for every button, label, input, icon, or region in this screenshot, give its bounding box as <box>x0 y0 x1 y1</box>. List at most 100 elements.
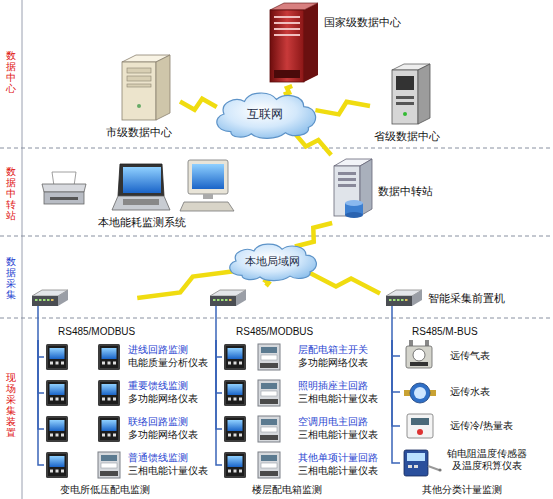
meter-icon <box>98 452 120 478</box>
meter-icon <box>258 452 280 478</box>
bus-stub <box>391 306 393 340</box>
meter-node: 进线回路监测电能质量分析仪表 <box>44 342 212 372</box>
meter-node: 重要馈线监测多功能网络仪表 <box>44 378 212 408</box>
printer-icon <box>42 184 86 192</box>
server-node: 数据中转站 <box>326 155 446 223</box>
meter-icon <box>224 452 246 478</box>
cloud-node: 本地局域网 <box>222 240 322 282</box>
national-server-icon <box>270 10 304 82</box>
band-separator <box>0 318 553 319</box>
lightning-link <box>180 99 217 110</box>
laptop-icon <box>123 167 161 193</box>
temperature-sensor-icon <box>404 450 442 476</box>
switch-icon <box>386 290 422 306</box>
node-sublabel: 多功能网络仪表 <box>128 393 198 405</box>
cloud-outline <box>217 93 316 138</box>
band-separator <box>0 236 553 237</box>
cloud-node: 互联网 <box>208 88 322 140</box>
meter-node: 层配电箱主开关多功能网络仪表 <box>222 342 382 372</box>
water-meter-icon <box>404 390 410 396</box>
laptop-icon <box>118 164 164 196</box>
node-label: 层配电箱主开关 <box>298 344 368 356</box>
meter-icon <box>98 416 120 442</box>
meter-icon <box>224 380 246 406</box>
gateway-node: RS485/MODBUS <box>28 286 137 340</box>
meter-icon <box>46 416 68 442</box>
node-label: 远传冷/热量表 <box>450 420 513 432</box>
province-server-icon <box>392 70 418 124</box>
laptop-icon <box>112 196 170 210</box>
bus-wire <box>38 340 44 429</box>
server-node: 省级数据中心 <box>370 60 446 146</box>
meter-icon <box>258 344 280 370</box>
national-server-icon <box>274 70 300 78</box>
meter-node: 远传气表 <box>400 343 520 369</box>
group-caption: 楼层配电箱监测 <box>252 484 322 496</box>
national-server-icon <box>274 16 300 18</box>
meter-icon <box>224 416 246 442</box>
city-server-icon <box>127 68 151 73</box>
heat-meter-icon <box>407 414 433 438</box>
printer-icon <box>42 172 86 204</box>
meter-icon <box>46 452 68 478</box>
node-label: RS485/MODBUS <box>236 326 313 338</box>
node-sublabel: 三相电能计量仪表 <box>298 393 378 405</box>
bus-wire <box>216 340 222 465</box>
switch-icon <box>32 290 68 306</box>
gas-meter-icon <box>425 340 429 346</box>
meter-node: 照明插座主回路三相电能计量仪表 <box>222 378 382 408</box>
node-label: 智能采集前置机 <box>428 292 505 305</box>
desktop-icon <box>203 194 213 199</box>
lightning-link <box>137 271 235 298</box>
temperature-sensor-icon <box>407 453 425 461</box>
node-label: 本地局域网 <box>245 255 300 268</box>
node-label: 空调用电主回路 <box>298 416 368 428</box>
switch-icon <box>210 290 246 306</box>
desktop-icon <box>180 202 234 211</box>
node-sublabel: 三相电能计量仪表 <box>298 465 378 477</box>
cloud-outline <box>230 244 317 281</box>
node-label: 联络回路监测 <box>128 416 188 428</box>
node-label: 省级数据中心 <box>374 130 440 143</box>
bus-wire <box>38 340 44 357</box>
temperature-sensor-icon <box>414 465 418 468</box>
national-server-icon <box>270 3 318 82</box>
meter-icon <box>46 344 68 370</box>
band-label: 数据中心 <box>6 50 16 94</box>
temperature-sensor-icon <box>408 465 412 468</box>
band-separator <box>22 0 23 499</box>
province-server-icon <box>396 96 414 99</box>
meter-icon <box>258 380 280 406</box>
bus-stub <box>215 306 217 340</box>
gas-meter-icon <box>406 340 432 368</box>
water-meter-icon <box>410 383 430 403</box>
temperature-sensor-icon <box>404 450 428 476</box>
city-server-icon <box>127 76 151 81</box>
temperature-sensor-icon <box>428 466 439 470</box>
band-separator <box>0 148 553 149</box>
bus-wire <box>38 340 44 465</box>
node-label: RS485/MODBUS <box>58 326 135 338</box>
node-label: 本地能耗监测系统 <box>98 216 186 229</box>
server-node: 市级数据中心 <box>104 50 180 142</box>
node-label: 远传水表 <box>450 386 490 398</box>
city-server-icon <box>122 55 170 120</box>
desktop-icon <box>180 160 234 211</box>
national-server-icon <box>304 3 318 82</box>
city-server-icon <box>122 62 156 120</box>
node-sublabel: 电能质量分析仪表 <box>128 357 208 369</box>
printer-icon <box>44 192 84 204</box>
node-label: 远传气表 <box>450 350 490 362</box>
relay-server-icon <box>338 172 356 175</box>
relay-server-icon <box>338 184 356 187</box>
province-server-icon <box>418 64 430 124</box>
bus-wire <box>38 340 44 393</box>
province-server-icon <box>396 102 414 105</box>
meter-icon <box>98 380 120 406</box>
node-label: 进线回路监测 <box>128 344 188 356</box>
province-server-icon <box>396 76 414 90</box>
bus-stub <box>37 306 39 340</box>
heat-meter-icon <box>411 418 429 425</box>
bus-wire <box>216 340 222 357</box>
